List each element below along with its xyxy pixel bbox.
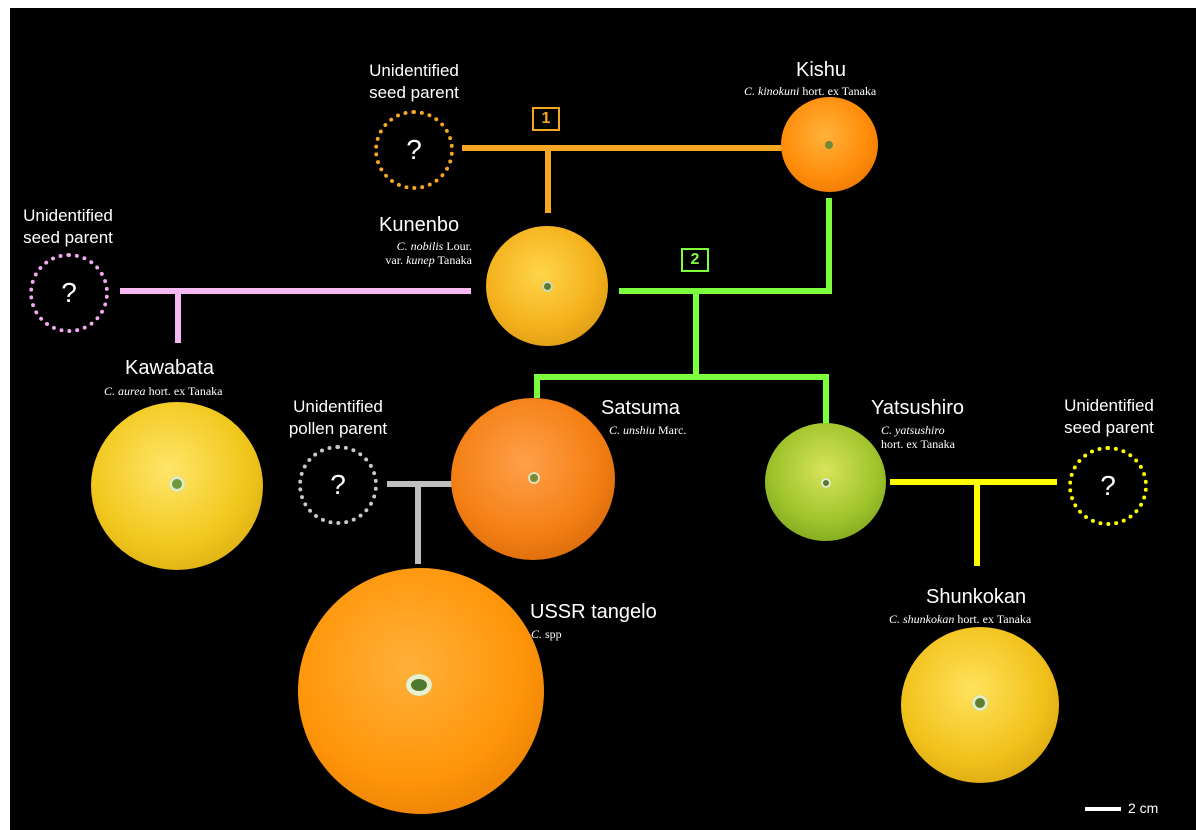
kawabata-name: Kawabata bbox=[125, 357, 214, 379]
label-line-1: Unidentified bbox=[293, 397, 383, 416]
kawabata-scientific-name: C. aurea hort. ex Tanaka bbox=[104, 384, 222, 398]
kishu-scientific-name: C. kinokuni hort. ex Tanaka bbox=[744, 84, 876, 98]
label-line-2: seed parent bbox=[23, 228, 113, 247]
satsuma-fruit-image bbox=[451, 398, 615, 560]
label-line-1: Unidentified bbox=[23, 206, 113, 225]
unidentified-seed-parent-2-label: Unidentified seed parent bbox=[6, 205, 130, 249]
sci-rest: hort. ex Tanaka bbox=[799, 84, 877, 98]
satsuma-scientific-name: C. unshiu Marc. bbox=[609, 423, 686, 437]
sci-rest: Marc. bbox=[655, 423, 687, 437]
label-line-2: pollen parent bbox=[288, 419, 388, 438]
ussr-tangelo-name: USSR tangelo bbox=[530, 601, 657, 623]
shunkokan-fruit-image bbox=[901, 627, 1059, 783]
satsuma-name: Satsuma bbox=[601, 397, 680, 419]
kunenbo-name: Kunenbo bbox=[379, 214, 460, 236]
cross-1-badge: 1 bbox=[532, 107, 560, 131]
sci-rest: spp bbox=[542, 627, 562, 641]
kunenbo-scientific-name: C. nobilis Lour. var. kunep Tanaka bbox=[370, 239, 472, 267]
sci-rest: Lour. bbox=[443, 239, 472, 253]
sci-line-1: C. yatsushiro bbox=[881, 423, 955, 437]
ussr-tangelo-scientific-name: C. spp bbox=[531, 627, 562, 641]
label-line-2: seed parent bbox=[1064, 418, 1154, 437]
sci-italic: kunep bbox=[406, 253, 435, 267]
unidentified-seed-parent-3-label: Unidentified seed parent bbox=[1047, 395, 1171, 439]
sci-italic: C. bbox=[531, 627, 543, 641]
shunkokan-scientific-name: C. shunkokan hort. ex Tanaka bbox=[889, 612, 1031, 626]
label-line-1: Unidentified bbox=[1064, 396, 1154, 415]
sci-italic: C. nobilis bbox=[396, 239, 444, 253]
sci-italic: C. shunkokan bbox=[889, 612, 955, 626]
ussr-tangelo-fruit-image bbox=[298, 568, 544, 814]
kishu-fruit-image bbox=[781, 97, 878, 192]
unidentified-seed-parent-3-circle: ? bbox=[1068, 446, 1148, 526]
kunenbo-fruit-image bbox=[486, 226, 608, 346]
scale-bar-label: 2 cm bbox=[1128, 800, 1159, 816]
label-line-2: seed parent bbox=[369, 83, 459, 102]
yatsushiro-scientific-name: C. yatsushiro hort. ex Tanaka bbox=[881, 423, 955, 451]
sci-line-2: var. kunep Tanaka bbox=[370, 253, 472, 267]
label-line-1: Unidentified bbox=[369, 61, 459, 80]
sci-rest: Tanaka bbox=[434, 253, 472, 267]
yatsushiro-name: Yatsushiro bbox=[871, 397, 965, 419]
kishu-name: Kishu bbox=[796, 59, 847, 81]
unidentified-pollen-parent-label: Unidentified pollen parent bbox=[276, 396, 400, 440]
unidentified-seed-parent-2-circle: ? bbox=[29, 253, 109, 333]
sci-pre: var. bbox=[385, 253, 407, 267]
yatsushiro-fruit-image bbox=[765, 423, 886, 541]
unidentified-seed-parent-1-label: Unidentified seed parent bbox=[352, 60, 476, 104]
sci-italic: C. yatsushiro bbox=[881, 423, 945, 437]
unidentified-seed-parent-1-circle: ? bbox=[374, 110, 454, 190]
sci-italic: C. kinokuni bbox=[744, 84, 800, 98]
sci-italic: C. unshiu bbox=[609, 423, 656, 437]
sci-rest: hort. ex Tanaka bbox=[145, 384, 223, 398]
kawabata-fruit-image bbox=[91, 402, 263, 570]
unidentified-pollen-parent-circle: ? bbox=[298, 445, 378, 525]
sci-line-1: C. nobilis Lour. bbox=[370, 239, 472, 253]
sci-rest: hort. ex Tanaka bbox=[954, 612, 1032, 626]
sci-line-2: hort. ex Tanaka bbox=[881, 437, 955, 451]
shunkokan-name: Shunkokan bbox=[926, 586, 1027, 608]
sci-italic: C. aurea bbox=[104, 384, 146, 398]
cross-2-badge: 2 bbox=[681, 248, 709, 272]
